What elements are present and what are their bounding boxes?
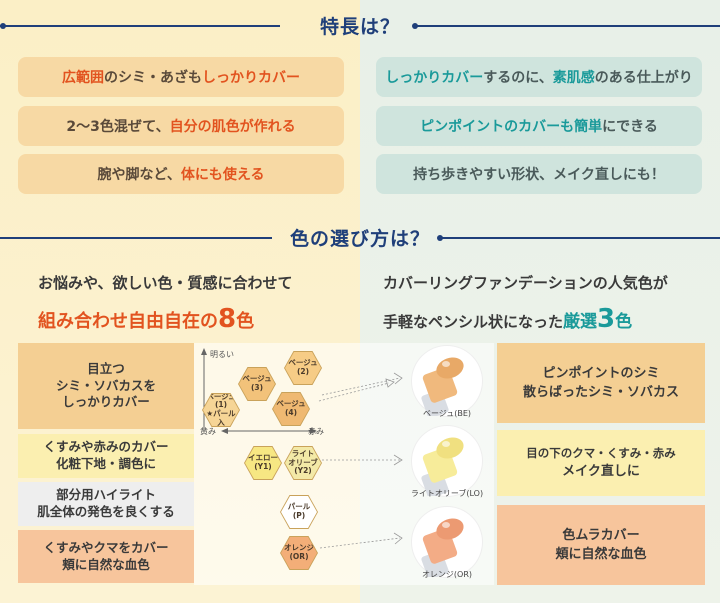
pencil-beige-label: ベージュ(BE) xyxy=(422,409,472,418)
pencil-light-olive-label: ライトオリーブ(LO) xyxy=(410,489,484,498)
hex-light-olive-y2: ライトオリーブ(Y2) xyxy=(284,446,322,480)
pencil-use-text: 頬に自然な血色 xyxy=(555,547,647,562)
feature-text: のある仕上がり xyxy=(594,70,693,86)
pencil-use-box-2: 目の下のクマ・くすみ・赤みメイク直しに xyxy=(497,430,705,496)
hex-label: イエロー xyxy=(248,453,278,463)
feature-text: 自分の肌色が作れる xyxy=(169,119,296,135)
axis-label-red: 赤み xyxy=(308,427,324,436)
hex-label: (1) xyxy=(214,400,228,410)
left-sub-line2: 組み合わせ自由自在の8色 xyxy=(38,304,255,334)
pencil-orange-circle xyxy=(412,507,482,580)
hex-label: ベージュ xyxy=(206,391,236,401)
concern-row-4: くすみやクマをカバー頬に自然な血色 xyxy=(18,530,194,583)
hex-label: (4) xyxy=(284,408,298,417)
hex-label: パール xyxy=(287,502,311,512)
concern-row-2: くすみや赤みのカバー化粧下地・調色に xyxy=(18,434,194,478)
feature-left-1: 広範囲のシミ・あざもしっかりカバー xyxy=(18,57,344,97)
right-sub-line2: 手軽なペンシル状になった厳選3色 xyxy=(383,304,633,334)
feature-text: 体にも使える xyxy=(180,167,265,183)
concern-row-text: 頬に自然な血色 xyxy=(62,556,150,572)
selection-heading: 色の選び方は？ xyxy=(0,222,720,252)
feature-text: のシミ・あざも xyxy=(104,70,202,86)
color-axis xyxy=(201,348,395,434)
feature-right-1: しっかりカバーするのに、素肌感のある仕上がり xyxy=(376,57,702,97)
pencil-use-text: 目の下のクマ・くすみ・赤み xyxy=(526,445,676,460)
pencil-use-text: 散らばったシミ・ソバカス xyxy=(522,385,679,400)
hex-pearl-p: パール(P) xyxy=(280,495,318,529)
feature-text: 素肌感 xyxy=(552,70,595,86)
pencil-use-box-1: ピンポイントのシミ散らばったシミ・ソバカス xyxy=(497,343,705,423)
features-heading-text: 特長は？ xyxy=(319,16,400,38)
feature-text: しっかりカバー xyxy=(385,70,484,86)
pencil-orange-label: オレンジ(OR) xyxy=(421,570,473,579)
hex-label: ライト xyxy=(291,449,315,459)
feature-right-2: ピンポイントのカバーも簡単にできる xyxy=(376,106,702,146)
hex-label: (Y2) xyxy=(294,466,312,476)
features-heading: 特長は？ xyxy=(0,10,720,40)
concern-row-1: 目立つシミ・ソバカスをしっかりカバー xyxy=(18,343,194,429)
concern-row-text: くすみやクマをカバー xyxy=(43,539,169,555)
concern-row-text: シミ・ソバカスを xyxy=(55,377,156,393)
hex-label: オレンジ xyxy=(284,543,314,553)
hex-label: オリーブ xyxy=(288,457,318,467)
hex-label: (OR) xyxy=(289,552,309,561)
hex-label: (2) xyxy=(296,367,310,376)
pencil-light-olive-icon xyxy=(421,437,464,499)
feature-right-3: 持ち歩きやすい形状、メイク直しにも！ xyxy=(376,154,702,194)
feature-text: 広範囲 xyxy=(62,70,104,86)
hex-label: (Y1) xyxy=(254,462,272,471)
feature-text: 2〜3色混ぜて、 xyxy=(66,119,170,135)
concern-row-text: くすみや赤みのカバー xyxy=(43,439,169,455)
feature-text: にできる xyxy=(602,119,658,135)
feature-left-2: 2〜3色混ぜて、自分の肌色が作れる xyxy=(18,106,344,146)
pencil-light-olive-circle xyxy=(412,426,482,499)
feature-text: 持ち歩きやすい形状、メイク直しにも！ xyxy=(413,167,665,183)
pencil-use-text: メイク直しに xyxy=(562,463,640,479)
concern-row-text: しっかりカバー xyxy=(62,394,150,410)
pencil-beige-circle xyxy=(412,346,482,419)
feature-text: ピンポイントのカバーも簡単 xyxy=(420,119,603,135)
hex-label: (P) xyxy=(292,511,306,520)
concern-row-text: 化粧下地・調色に xyxy=(55,456,156,471)
pencil-beige-icon xyxy=(421,357,464,419)
hex-beige-2: ベージュ(2) xyxy=(284,351,322,385)
hex-beige-4: ベージュ(4) xyxy=(272,392,310,426)
pencil-use-text: ピンポイントのシミ xyxy=(542,365,660,381)
pencil-use-box-3: 色ムラカバー頬に自然な血色 xyxy=(497,505,705,585)
feature-text: しっかりカバー xyxy=(202,70,300,86)
hex-label: ★パール入 xyxy=(206,409,236,427)
hex-label: (3) xyxy=(250,383,264,392)
feature-text: 腕や脚など、 xyxy=(97,167,181,183)
concern-row-text: 部分用ハイライト xyxy=(56,487,156,503)
selection-heading-text: 色の選び方は？ xyxy=(289,228,430,250)
axis-label-yellow: 黄み xyxy=(200,427,216,436)
concern-row-3: 部分用ハイライト肌全体の発色を良くする xyxy=(18,482,194,526)
pencil-use-text: 色ムラカバー xyxy=(562,527,640,543)
feature-text: するのに、 xyxy=(483,70,553,86)
hex-label: ベージュ xyxy=(276,399,306,409)
hex-label: ベージュ xyxy=(288,358,318,368)
hex-orange-or: オレンジ(OR) xyxy=(280,536,318,570)
axis-label-bright: 明るい xyxy=(210,350,234,359)
hex-label: ベージュ xyxy=(242,374,272,384)
left-sub-line1: お悩みや、欲しい色・質感に合わせて xyxy=(38,274,293,292)
right-sub-line1: カバーリングファンデーションの人気色が xyxy=(383,274,668,292)
concern-row-text: 肌全体の発色を良くする xyxy=(37,504,175,519)
feature-left-3: 腕や脚など、体にも使える xyxy=(18,154,344,194)
pencil-orange-icon xyxy=(421,518,464,580)
concern-row-text: 目立つ xyxy=(87,360,125,376)
